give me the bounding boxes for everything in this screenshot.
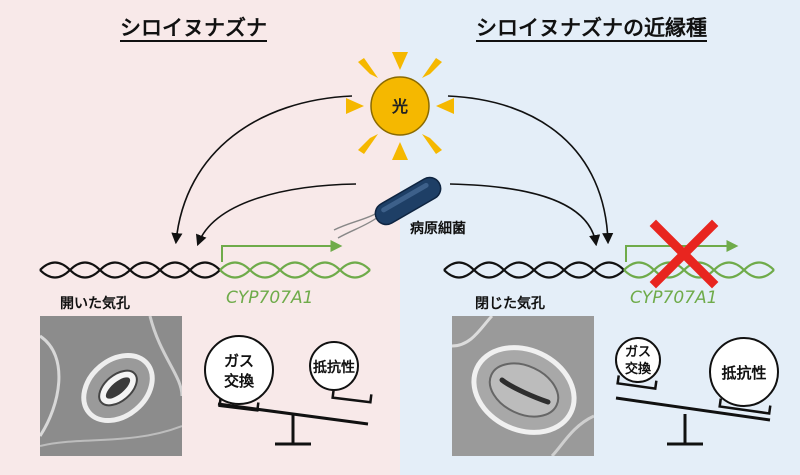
right-balance-scale (615, 337, 779, 446)
right-transcription-arrow (625, 240, 739, 262)
right-panel-title: シロイヌナズナの近縁種 (476, 16, 707, 40)
right-gas-label-line2: 交換 (625, 361, 652, 377)
bacterium-icon (333, 176, 442, 239)
right-dna (443, 261, 775, 279)
right-gene-label: CYP707A1 (630, 288, 718, 308)
sun-label: 光 (391, 97, 408, 116)
right-resistance-label: 抵抗性 (721, 364, 766, 382)
left-transcription-arrow (221, 240, 343, 262)
right-gas-label-line1: ガス (625, 345, 651, 360)
left-resistance-label: 抵抗性 (313, 359, 355, 376)
left-balance-scale (204, 335, 373, 446)
open-stomata-label: 開いた気孔 (60, 296, 130, 312)
sun-to-right-arrow (447, 95, 614, 245)
open-stomata-micrograph (40, 316, 182, 456)
left-gas-label-line2: 交換 (224, 372, 255, 390)
sun-to-left-arrow (171, 95, 353, 245)
left-panel-title: シロイヌナズナ (120, 16, 267, 40)
pathogen-to-left-arrow (196, 183, 357, 247)
closed-stomata-label: 閉じた気孔 (475, 296, 545, 312)
sun-icon (346, 52, 454, 160)
pathogen-to-right-arrow (449, 183, 601, 247)
cross-icon (649, 219, 719, 289)
left-gas-label-line1: ガス (224, 352, 254, 370)
pathogen-label: 病原細菌 (410, 220, 466, 237)
left-dna (39, 261, 371, 279)
left-gene-label: CYP707A1 (226, 288, 314, 308)
closed-stomata-micrograph (452, 316, 594, 456)
